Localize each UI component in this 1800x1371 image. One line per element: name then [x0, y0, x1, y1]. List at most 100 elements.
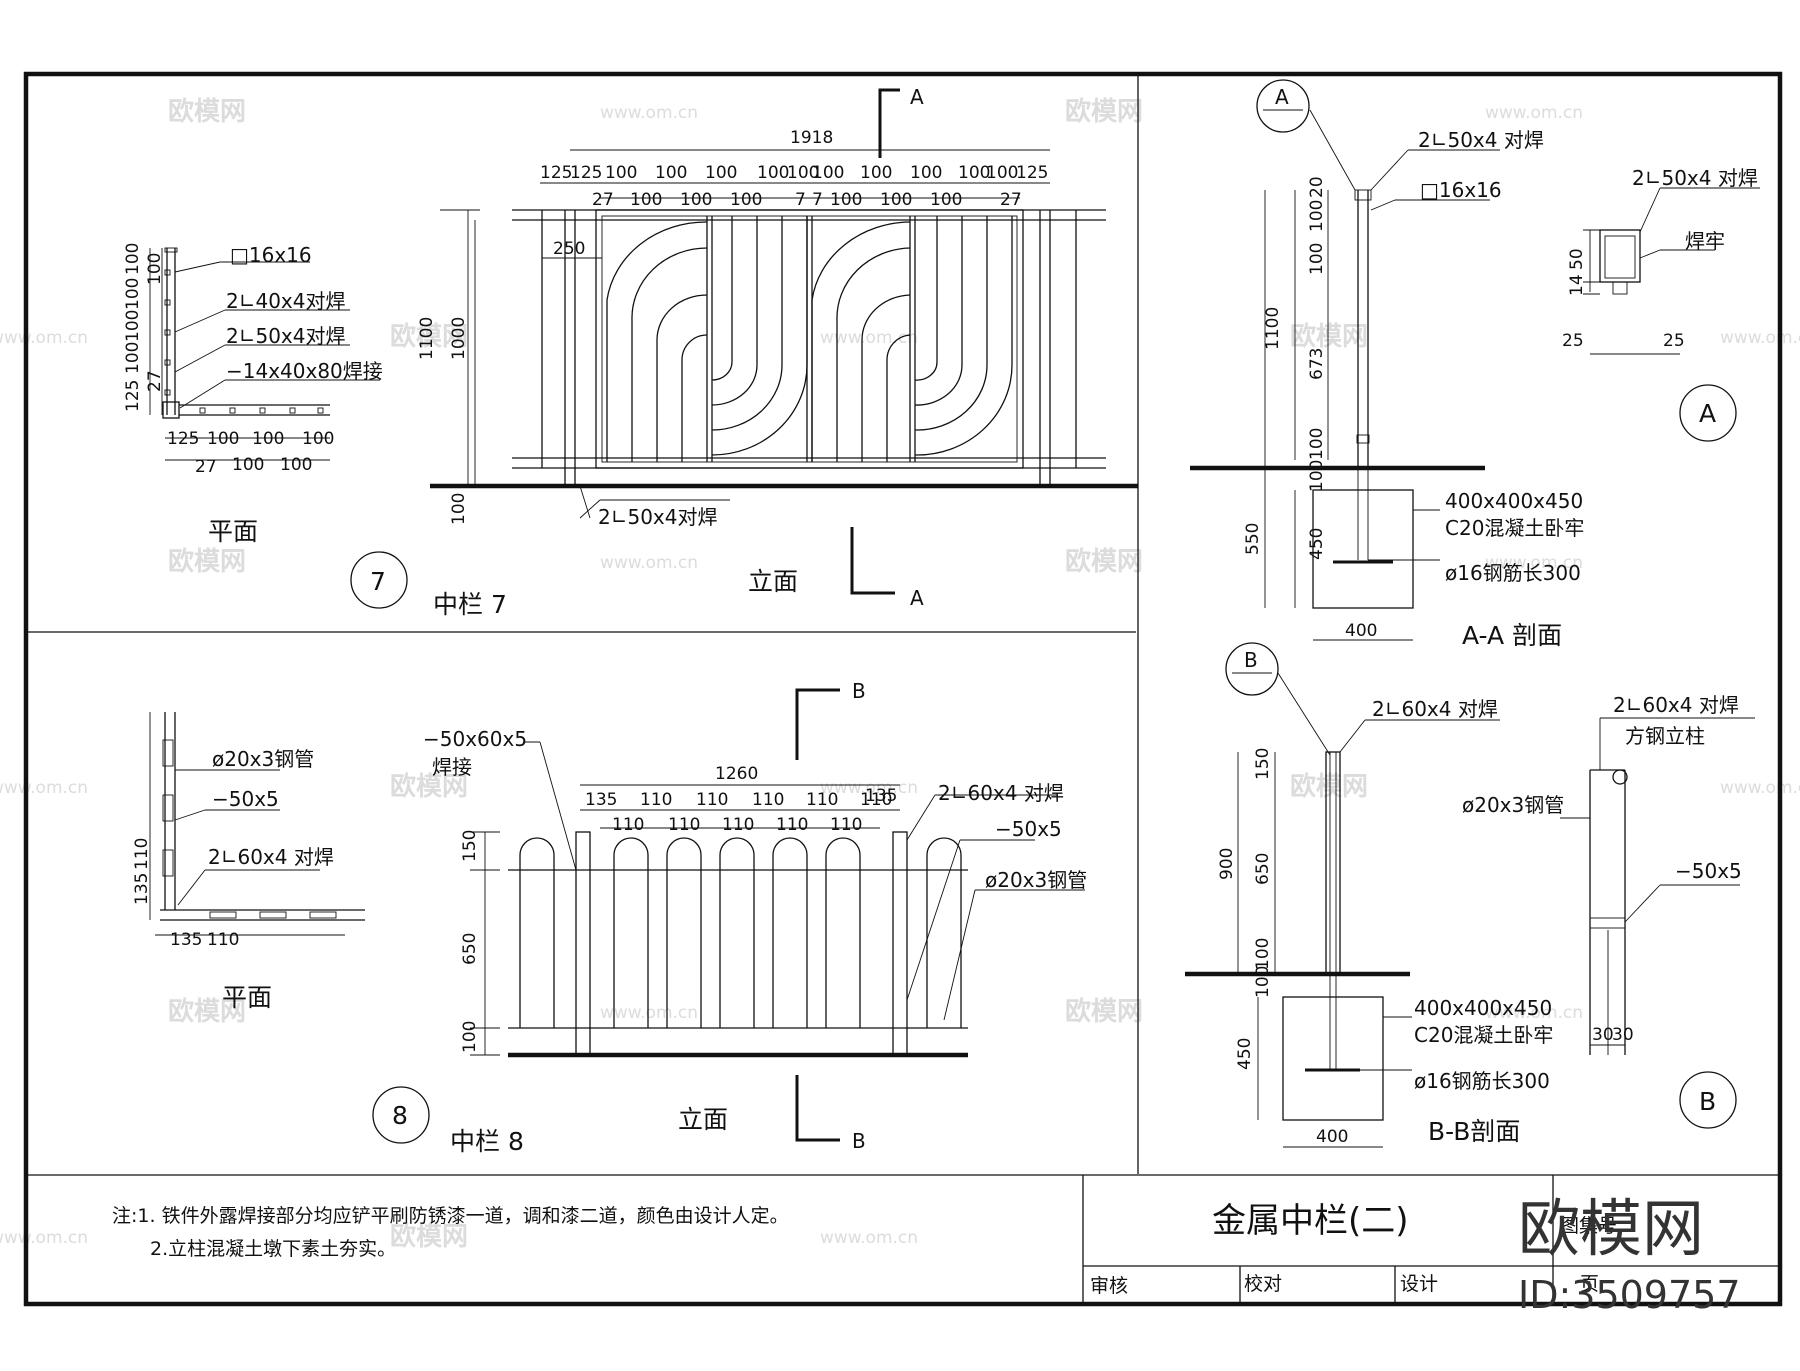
- dim-label: 110: [752, 790, 784, 810]
- drawing-title: 金属中栏(二): [1212, 1201, 1409, 1241]
- dim-label: 125: [540, 163, 572, 183]
- dim-label: 100: [1307, 460, 1327, 492]
- aa-tag: 400x400x450: [1445, 489, 1583, 513]
- dim-label: 20: [1307, 176, 1327, 198]
- dim-label: 100: [986, 163, 1018, 183]
- dim-label: 100: [680, 190, 712, 210]
- detail-a-circle: A: [1699, 399, 1716, 428]
- dim-label: 100: [1307, 200, 1327, 232]
- brand-logo: 欧模网 ID:3509757: [1518, 1192, 1741, 1317]
- review-label: 审核: [1090, 1275, 1128, 1297]
- dim-label: 1000: [449, 317, 469, 360]
- detail-b-tag: 方钢立柱: [1625, 724, 1705, 748]
- section-aa-circle: A: [1275, 85, 1289, 109]
- dim-label: 100: [207, 429, 239, 449]
- dim-label: 25: [1663, 331, 1685, 351]
- dim-label: 125: [123, 380, 143, 412]
- railing8-number: 8: [392, 1101, 408, 1130]
- dim-label: 100: [757, 163, 789, 183]
- dim-label: 100: [860, 163, 892, 183]
- dim-label: 100: [232, 455, 264, 475]
- dim-label: 7: [795, 190, 806, 210]
- dim-label: 400: [1345, 621, 1377, 641]
- dim-label: 110: [696, 790, 728, 810]
- section-mark-b: B: [852, 679, 866, 703]
- dim-label: 100: [302, 429, 334, 449]
- dim-label: 100: [630, 190, 662, 210]
- dim-label: 110: [806, 790, 838, 810]
- dim-total: 1260: [715, 764, 758, 784]
- railing7-plan: □16x16 2∟40x4对焊 2∟50x4对焊 −14x40x80焊接 100…: [123, 243, 383, 546]
- note-line: 2.立柱混凝土墩下素土夯实。: [150, 1238, 396, 1260]
- dim-label: 550: [1243, 523, 1263, 555]
- dim-label: 100: [730, 190, 762, 210]
- dim-label: 110: [640, 790, 672, 810]
- note-line: 注:1. 铁件外露焊接部分均应铲平刷防锈漆一道，调和漆二道，颜色由设计人定。: [112, 1205, 789, 1227]
- watermark: www.om.cn: [0, 1228, 88, 1248]
- watermark: 欧模网: [390, 321, 468, 352]
- brand-id: ID:3509757: [1518, 1273, 1741, 1317]
- dim-label: 125: [1016, 163, 1048, 183]
- elevation8-label: 立面: [678, 1105, 728, 1134]
- dim-label: 7: [812, 190, 823, 210]
- dim-label: 100: [1253, 966, 1273, 998]
- dim-label: 110: [860, 790, 892, 810]
- notes: 注:1. 铁件外露焊接部分均应铲平刷防锈漆一道，调和漆二道，颜色由设计人定。 2…: [112, 1205, 789, 1260]
- dim-label: 100: [605, 163, 637, 183]
- dim-label: 100: [123, 243, 143, 275]
- plan7-tag: □16x16: [230, 243, 312, 267]
- detail-a-tag: 焊牢: [1685, 229, 1725, 253]
- dim-label: 100: [812, 163, 844, 183]
- dim-label: 125: [570, 163, 602, 183]
- dim-label: 27: [592, 190, 614, 210]
- dim-label: 150: [460, 830, 480, 862]
- dim-label: 150: [1253, 748, 1273, 780]
- watermark: 欧模网: [1290, 771, 1368, 802]
- dim-label: 673: [1307, 348, 1327, 380]
- watermark: 欧模网: [168, 96, 246, 127]
- section-bb-title: B-B剖面: [1428, 1117, 1520, 1146]
- check-label: 校对: [1244, 1273, 1282, 1295]
- dim-label: 100: [880, 190, 912, 210]
- dim-label: 250: [553, 239, 585, 259]
- dim-label: 110: [668, 815, 700, 835]
- watermark: www.om.cn: [820, 1228, 918, 1248]
- watermark: www.om.cn: [1485, 103, 1583, 123]
- dim-label: 135: [585, 790, 617, 810]
- dim-label: 650: [460, 933, 480, 965]
- page-label: 页: [1580, 1273, 1599, 1295]
- detail-b-tag: 2∟60x4 对焊: [1613, 693, 1739, 717]
- aa-tag: C20混凝土卧牢: [1445, 516, 1584, 540]
- bb-tag: ø16钢筋长300: [1414, 1069, 1550, 1093]
- watermark: www.om.cn: [820, 778, 918, 798]
- dim-label: 135: [865, 786, 897, 806]
- dim-label: 100: [787, 163, 819, 183]
- plan7-label: 平面: [208, 517, 258, 546]
- watermark: www.om.cn: [1485, 1003, 1583, 1023]
- dim-label: 900: [1217, 848, 1237, 880]
- plan7-tag: −14x40x80焊接: [226, 359, 383, 383]
- weld-tag: 2∟50x4对焊: [598, 505, 718, 529]
- section-mark-a: A: [910, 586, 924, 610]
- design-label: 设计: [1400, 1273, 1438, 1295]
- section-mark-b: B: [852, 1129, 866, 1153]
- plan7-tag: 2∟50x4对焊: [226, 324, 346, 348]
- dim-label: 400: [1316, 1127, 1348, 1147]
- aa-tag: 2∟50x4 对焊: [1418, 128, 1544, 152]
- dim-label: 650: [1253, 853, 1273, 885]
- detail-b-tag: −50x5: [1675, 859, 1742, 883]
- dim-label: 110: [776, 815, 808, 835]
- watermark: www.om.cn: [1720, 778, 1800, 798]
- dim-label: 100: [930, 190, 962, 210]
- watermark: 欧模网: [168, 546, 246, 577]
- dim-label: 25: [1562, 331, 1584, 351]
- brand-logo-text: 欧模网: [1518, 1192, 1704, 1265]
- railing7-title: 中栏 7: [433, 590, 507, 619]
- dim-label: 100: [655, 163, 687, 183]
- elev8-tag: 2∟60x4 对焊: [938, 781, 1064, 805]
- plan8-tag: 2∟60x4 对焊: [208, 845, 334, 869]
- dim-label: 100: [280, 455, 312, 475]
- section-bb-circle: B: [1244, 648, 1258, 672]
- elev8-tag: 焊接: [432, 755, 472, 779]
- railing7-elevation: A A 1918 125 125 100 100 100 100 100 100…: [350, 85, 1138, 619]
